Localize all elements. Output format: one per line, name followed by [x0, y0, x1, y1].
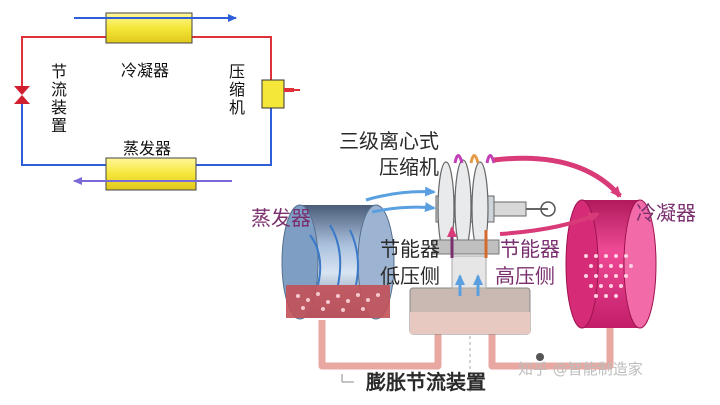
- economizer-low-line2: 低压侧: [380, 264, 440, 288]
- simple-schematic: [14, 12, 300, 191]
- suction-flow-arrow-2: [371, 202, 436, 214]
- condenser-return-pipe: [488, 318, 614, 370]
- evaporator-box: [105, 157, 197, 191]
- expansion-device-label: 膨胀节流装置: [366, 370, 486, 394]
- compressor-label: 压缩机: [226, 63, 245, 117]
- condenser-cylinder: [565, 199, 657, 329]
- compressor-box: [261, 79, 285, 109]
- three-stage-compressor: [432, 154, 556, 255]
- economizer-high-line2: 高压侧: [495, 264, 555, 288]
- evaporator-title: 蒸发器: [251, 206, 311, 230]
- evaporator-label: 蒸发器: [123, 139, 172, 158]
- condenser-label: 冷凝器: [121, 61, 170, 80]
- watermark: 知乎 @智能制造家: [518, 360, 643, 378]
- condenser-title: 冷凝器: [636, 201, 696, 225]
- detailed-illustration: [281, 154, 657, 392]
- evaporator-return-pipe: [318, 320, 442, 370]
- throttle-valve-icon: [14, 86, 30, 104]
- economizer-high-line1: 节能器: [500, 237, 560, 261]
- economizer-low-line1: 节能器: [380, 237, 440, 261]
- evaporator-cylinder: [281, 204, 395, 320]
- suction-flow-arrow-1: [365, 186, 436, 202]
- throttle-label: 节流装置: [48, 63, 67, 135]
- discharge-flow-arrow: [493, 155, 622, 198]
- compressor-title-line1: 三级离心式: [339, 129, 439, 153]
- condenser-feed-arrow: [499, 212, 600, 236]
- compressor-title-line2: 压缩机: [379, 155, 439, 179]
